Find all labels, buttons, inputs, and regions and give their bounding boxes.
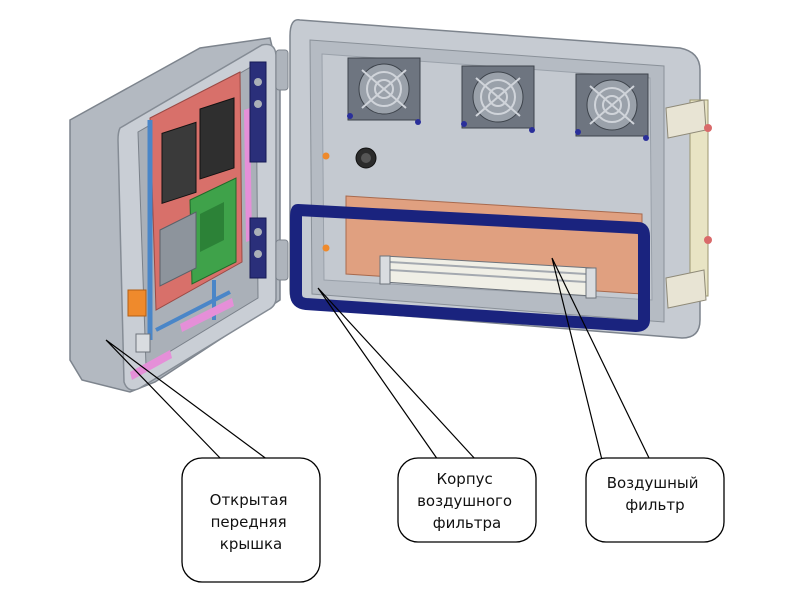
callout-front-cover-line-2: передняя bbox=[211, 513, 287, 531]
svg-text:Корпус воздушного: Корпус воздушного фильтра bbox=[417, 470, 517, 532]
fan-icon bbox=[347, 57, 421, 125]
callout-filter-housing-line-1: Корпус bbox=[436, 470, 492, 488]
callout-air-filter-line-1: Воздушный bbox=[607, 474, 699, 492]
callout-filter-housing-line-2: воздушного bbox=[417, 492, 512, 510]
svg-text:Воздушный фильтр: Воздушный фильтр bbox=[607, 474, 704, 514]
callout-front-cover-line-3: крышка bbox=[220, 535, 282, 553]
fan-icon bbox=[461, 65, 535, 133]
callout-leaders bbox=[105, 257, 651, 461]
callout-filter-housing-line-3: фильтра bbox=[433, 514, 501, 532]
hinge bbox=[275, 49, 289, 281]
callout-air-filter-line-2: фильтр bbox=[625, 496, 684, 514]
open-front-cover bbox=[69, 37, 281, 393]
callout-air-filter: Воздушный фильтр bbox=[585, 457, 725, 543]
fan-icon bbox=[575, 73, 649, 141]
callout-front-cover: Открытая передняя крышка bbox=[181, 457, 321, 583]
latch-icon bbox=[665, 99, 712, 309]
callout-filter-housing: Корпус воздушного фильтра bbox=[397, 457, 537, 543]
callout-front-cover-line-1: Открытая bbox=[210, 491, 288, 509]
connector-icon bbox=[355, 147, 377, 169]
main-enclosure bbox=[289, 19, 712, 339]
air-filter-housing bbox=[290, 204, 650, 332]
svg-text:Открытая передняя: Открытая передняя крышка bbox=[210, 491, 293, 553]
